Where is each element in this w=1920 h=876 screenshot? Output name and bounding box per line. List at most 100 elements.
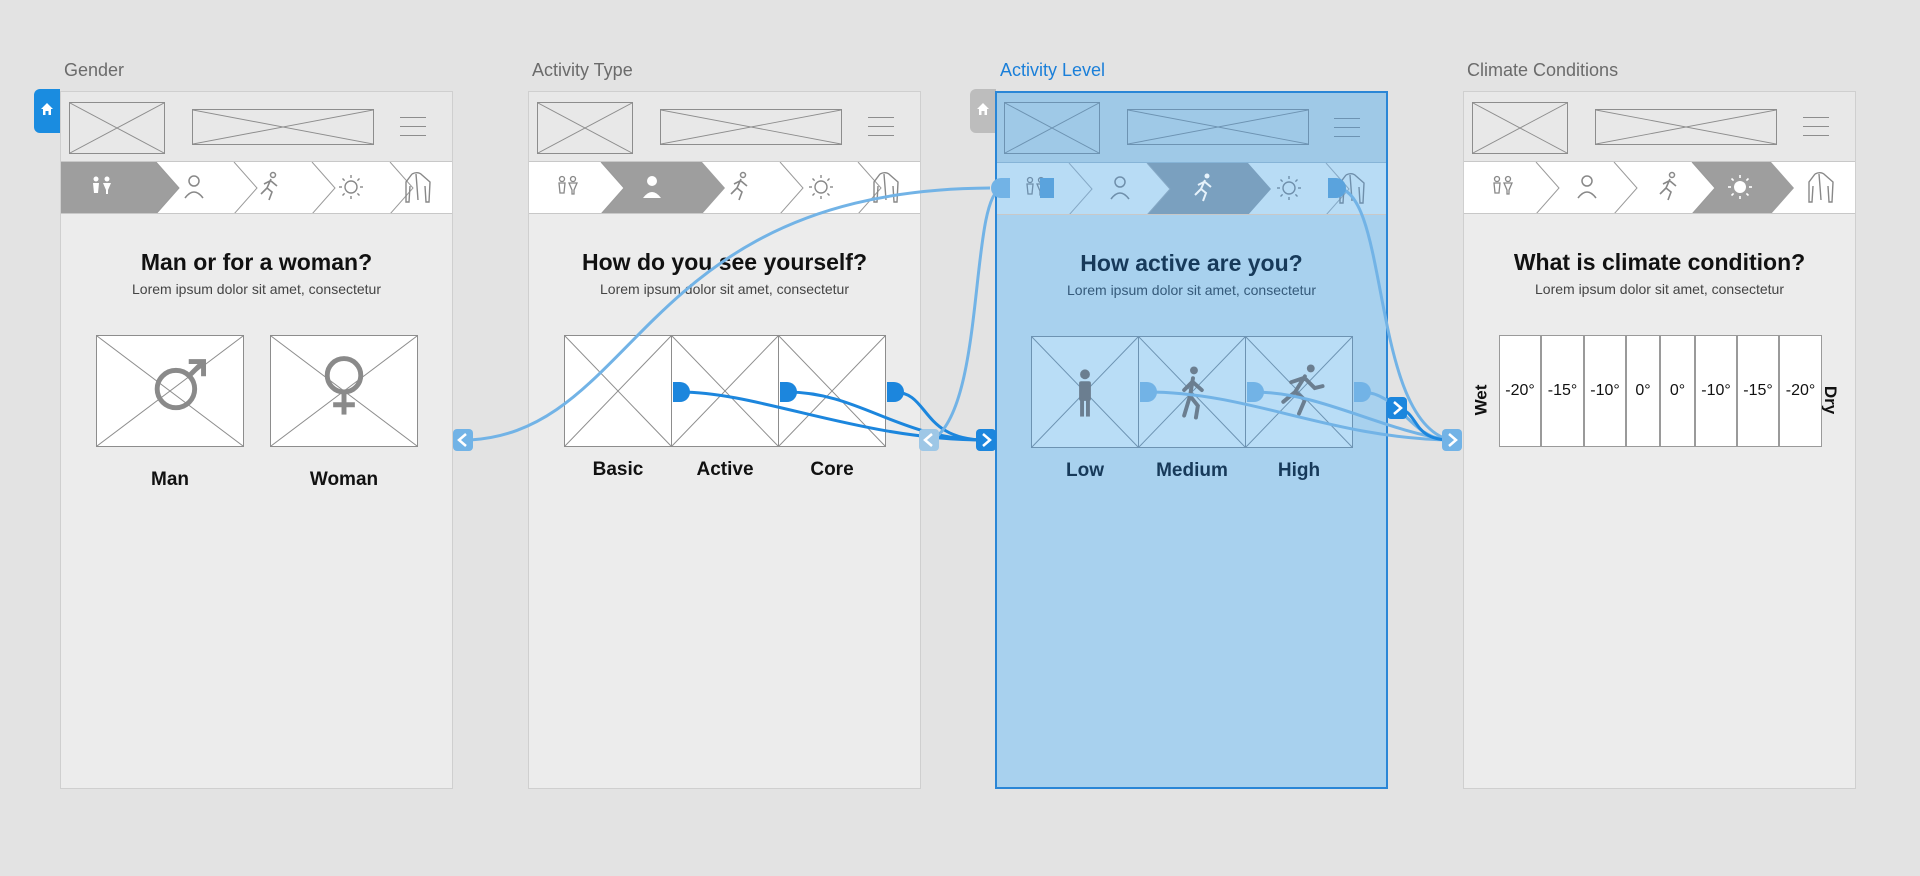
jacket-icon[interactable]: [1808, 172, 1834, 203]
scale-label-wet: Wet: [1471, 384, 1491, 416]
walking-person-icon: [1182, 366, 1204, 420]
chevron-left-icon[interactable]: [923, 433, 933, 447]
sun-icon[interactable]: [809, 175, 833, 199]
link-target-arrow[interactable]: [1442, 429, 1462, 451]
sun-icon[interactable]: [1277, 176, 1301, 200]
home-icon: [977, 103, 989, 115]
jacket-icon[interactable]: [1339, 173, 1365, 204]
artboard-title-activity-type[interactable]: Activity Type: [532, 60, 633, 80]
person-icon[interactable]: [1577, 175, 1597, 199]
logo-placeholder: [69, 102, 165, 154]
option-medium[interactable]: [1138, 336, 1246, 448]
link-target-arrow[interactable]: [1387, 397, 1407, 419]
header-bar: [1464, 92, 1855, 162]
option-label-medium: Medium: [1156, 460, 1228, 481]
menu-icon[interactable]: [400, 117, 426, 137]
option-basic[interactable]: [564, 335, 672, 447]
home-screen-tab[interactable]: [970, 89, 996, 133]
running-person-icon: [1281, 364, 1325, 416]
climate-cell[interactable]: -15°: [1541, 335, 1584, 447]
option-woman[interactable]: [270, 335, 418, 447]
option-label-basic: Basic: [592, 459, 644, 480]
chevron-right-icon[interactable]: [982, 433, 992, 447]
artboard-title-gender[interactable]: Gender: [64, 60, 125, 80]
logo-placeholder: [1004, 102, 1100, 154]
person-icon[interactable]: [184, 175, 204, 199]
option-active[interactable]: [671, 335, 779, 447]
header-bar: [997, 93, 1386, 163]
male-symbol-icon: [154, 359, 207, 411]
option-label-high: High: [1277, 460, 1321, 481]
jacket-icon[interactable]: [873, 172, 899, 203]
gender-icon[interactable]: [1026, 176, 1046, 196]
header-bar: [61, 92, 452, 162]
artboard-activity-type[interactable]: How do you see yourself? Lorem ipsum dol…: [528, 91, 921, 789]
chevron-right-icon[interactable]: [1393, 401, 1403, 415]
climate-cell[interactable]: 0°: [1660, 335, 1695, 447]
sun-icon[interactable]: [1728, 175, 1752, 199]
female-symbol-icon: [324, 356, 364, 415]
home-screen-tab[interactable]: [34, 89, 60, 133]
step-bar-graphic: [558, 162, 899, 213]
climate-cell[interactable]: -10°: [1695, 335, 1737, 447]
climate-cell[interactable]: -20°: [1779, 335, 1822, 447]
step-bar[interactable]: [61, 162, 452, 214]
option-core[interactable]: [778, 335, 886, 447]
artboard-title-activity-level[interactable]: Activity Level: [1000, 60, 1106, 80]
step-bar[interactable]: [1464, 162, 1855, 214]
title-placeholder: [1595, 109, 1777, 145]
question-subtitle: Lorem ipsum dolor sit amet, consectetur: [600, 281, 849, 297]
artboard-title-climate-conditions[interactable]: Climate Conditions: [1467, 60, 1619, 80]
menu-icon[interactable]: [868, 117, 894, 137]
gender-icon[interactable]: [93, 176, 111, 195]
link-target-arrow[interactable]: [453, 429, 473, 451]
artboard-activity-level[interactable]: How active are you? Lorem ipsum dolor si…: [995, 91, 1388, 789]
climate-cell[interactable]: -10°: [1584, 335, 1626, 447]
logo-placeholder: [537, 102, 633, 154]
option-label-core: Core: [810, 459, 854, 480]
title-placeholder: [660, 109, 842, 145]
chevron-left-icon[interactable]: [457, 433, 467, 447]
question-subtitle: Lorem ipsum dolor sit amet, consectetur: [1067, 282, 1316, 298]
menu-icon[interactable]: [1334, 118, 1360, 138]
title-placeholder: [1127, 109, 1309, 145]
step-bar[interactable]: [529, 162, 920, 214]
running-icon[interactable]: [730, 171, 748, 201]
option-label-low: Low: [1066, 460, 1104, 481]
chevron-right-icon[interactable]: [1448, 433, 1458, 447]
question-title: How active are you?: [1080, 250, 1303, 276]
climate-cell[interactable]: -15°: [1737, 335, 1779, 447]
climate-cell[interactable]: -20°: [1499, 335, 1541, 447]
running-icon[interactable]: [260, 171, 278, 201]
step-bar-graphic: [61, 162, 431, 213]
step-bar-graphic: [1493, 162, 1834, 213]
menu-icon[interactable]: [1803, 117, 1829, 137]
option-man[interactable]: [96, 335, 244, 447]
link-target-arrow[interactable]: [919, 429, 939, 451]
scale-label-dry: Dry: [1821, 385, 1841, 415]
step-bar[interactable]: [997, 163, 1386, 215]
sun-icon[interactable]: [339, 175, 363, 199]
option-high[interactable]: [1245, 336, 1353, 448]
jacket-icon[interactable]: [405, 172, 431, 203]
step-bar-graphic: [1026, 163, 1365, 214]
running-icon[interactable]: [1194, 173, 1212, 202]
connector-link[interactable]: [934, 186, 1002, 440]
title-placeholder: [192, 109, 374, 145]
question-title: How do you see yourself?: [582, 249, 867, 275]
gender-icon[interactable]: [558, 175, 578, 195]
header-bar: [529, 92, 920, 162]
artboard-gender[interactable]: Man or for a woman? Lorem ipsum dolor si…: [60, 91, 453, 789]
climate-cell[interactable]: 0°: [1626, 335, 1660, 447]
option-low[interactable]: [1031, 336, 1139, 448]
gender-icon[interactable]: [1493, 175, 1513, 195]
person-icon[interactable]: [1110, 176, 1130, 200]
link-target-arrow[interactable]: [976, 429, 996, 451]
running-icon[interactable]: [1659, 171, 1677, 201]
option-label-active: Active: [696, 459, 754, 480]
question-subtitle: Lorem ipsum dolor sit amet, consectetur: [132, 281, 381, 297]
question-subtitle: Lorem ipsum dolor sit amet, consectetur: [1535, 281, 1784, 297]
connector-link[interactable]: [1395, 406, 1451, 442]
standing-person-icon: [1079, 369, 1091, 417]
artboard-climate-conditions[interactable]: What is climate condition? Lorem ipsum d…: [1463, 91, 1856, 789]
